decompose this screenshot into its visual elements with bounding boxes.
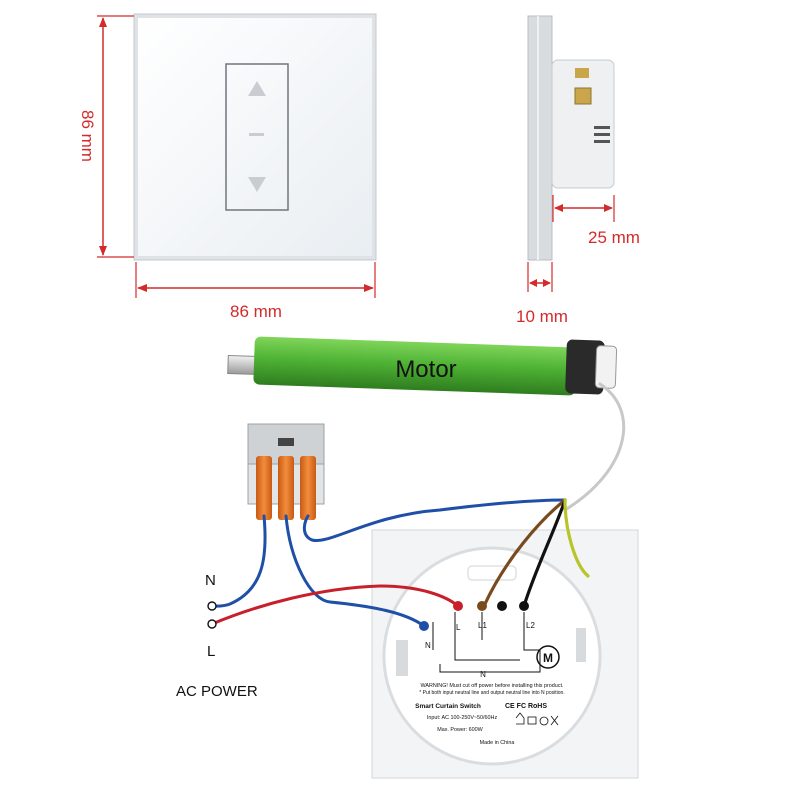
warning-line-2: * Put both input neutral line and output… [419, 690, 564, 696]
height-label: 86 mm [78, 110, 97, 162]
thickness-dimension: 10 mm [516, 262, 568, 326]
stop-icon [249, 133, 264, 136]
tubular-motor: Motor [227, 336, 618, 396]
max-power: Max. Power: 600W [437, 727, 483, 733]
arrow-up-icon [99, 17, 107, 27]
thickness-label: 10 mm [516, 307, 568, 326]
product-name: Smart Curtain Switch [415, 703, 481, 710]
arrow-right-icon [604, 204, 613, 212]
width-label: 86 mm [230, 302, 282, 321]
arrow-left-icon [529, 279, 537, 287]
back-housing [382, 546, 602, 766]
switch-neutral-wire [284, 514, 426, 628]
switch-side-view [527, 15, 615, 261]
live-terminal-icon [207, 619, 217, 629]
screw-terminal-icon [575, 68, 589, 78]
motor-label: Motor [395, 356, 456, 383]
motor-body [253, 336, 577, 396]
terminal-l-label: L [456, 623, 461, 632]
terminal-n-label: N [425, 641, 431, 650]
arrow-left-icon [137, 284, 147, 292]
motor-brown-wire [482, 498, 567, 608]
class-ii-icon [527, 716, 537, 725]
height-dimension: 86 mm [78, 15, 134, 258]
down-arrow-icon [248, 177, 266, 192]
ac-power-source: N L AC POWER [176, 572, 258, 700]
earth-wire [563, 498, 590, 578]
up-arrow-icon [248, 81, 266, 96]
connector-lever-2[interactable] [278, 456, 294, 520]
product-label: WARNING! Must cut off power before insta… [415, 683, 565, 746]
made-in: Made in China [480, 740, 515, 746]
live-label: L [207, 643, 215, 660]
side-back-box [551, 59, 615, 189]
connector-lever-3[interactable] [300, 456, 316, 520]
terminal-schematic [432, 612, 560, 673]
motor-head [565, 339, 605, 395]
arrow-down-icon [99, 246, 107, 256]
ul-mark-icon [539, 716, 549, 726]
wires [210, 382, 625, 628]
switch-back-view [371, 529, 639, 779]
neutral-terminal-icon [207, 601, 217, 611]
supply-live-wire [210, 584, 460, 626]
supply-neutral-wire [210, 514, 267, 608]
terminal-l1-label: L1 [478, 621, 487, 630]
arrow-right-icon [364, 284, 374, 292]
motor-neutral-wire [302, 498, 567, 543]
motor-symbol-letter: M [543, 651, 553, 665]
lever-connector [247, 423, 325, 520]
motor-black-wire [522, 498, 567, 608]
warning-line-1: WARNING! Must cut off power before insta… [421, 683, 564, 689]
terminal-l2-label: L2 [526, 621, 535, 630]
motor-cable [563, 382, 625, 512]
touch-key-outline [225, 63, 289, 211]
depth-dimension: 25 mm [552, 195, 640, 247]
screw-head-icon [574, 87, 592, 105]
motor-end-cap [594, 345, 618, 389]
arrow-right-icon [543, 279, 551, 287]
input-rating: Input: AC 100-250V~50/60Hz [427, 715, 498, 721]
switch-glass-surface [138, 18, 372, 256]
neutral-label: N [205, 572, 216, 589]
cert-marks: CE FC RoHS [505, 703, 547, 710]
switch-front-view [133, 13, 377, 261]
side-glass-plate [527, 15, 553, 261]
arrow-left-icon [554, 204, 563, 212]
depth-label: 25 mm [588, 228, 640, 247]
schematic-n-label: N [480, 670, 486, 679]
indoor-use-icon [515, 712, 525, 725]
ac-power-title: AC POWER [176, 683, 258, 700]
connector-lever-1[interactable] [256, 456, 272, 520]
terminal-spare-screw [497, 601, 507, 611]
width-dimension: 86 mm [135, 262, 376, 321]
motor-symbol-icon [536, 645, 560, 669]
